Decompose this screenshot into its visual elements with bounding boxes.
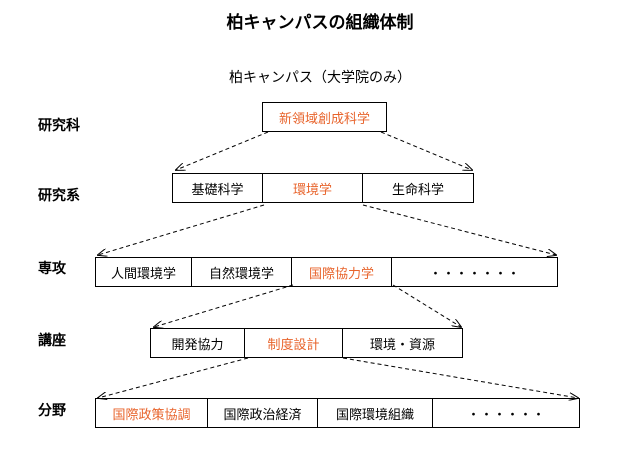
level-label-kenkyukei: 研究系: [38, 188, 80, 204]
arrow-chair-to-left: [98, 357, 249, 398]
field-row: 国際政策協調 国際政治経済 国際環境組織 ・・・・・・: [95, 398, 580, 428]
arrow-major-to-right: [392, 284, 461, 327]
level-label-senko: 専攻: [38, 261, 66, 277]
chair-cell: 環境・資源: [369, 337, 435, 353]
field-cell: 国際環境組織: [318, 399, 433, 427]
major-cell: 人間環境学: [96, 258, 192, 286]
level-label-kenkyuka: 研究科: [38, 118, 80, 134]
chair-cell-highlighted: 制度設計: [245, 329, 343, 357]
graduate-school-box: 新領域創成科学: [262, 102, 387, 132]
department-cell: 生命科学: [391, 182, 444, 198]
arrow-dept-to-left: [98, 204, 265, 255]
arrow-chair-to-right: [342, 357, 578, 398]
department-row: 基礎科学 環境学 生命科学: [172, 173, 474, 203]
arrow-major-to-left: [154, 284, 294, 327]
field-cell-ellipsis: ・・・・・・: [466, 407, 545, 423]
major-cell: 自然環境学: [192, 258, 292, 286]
chair-row: 開発協力 制度設計 環境・資源: [150, 328, 463, 358]
field-cell: 国際政治経済: [208, 399, 318, 427]
major-row: 人間環境学 自然環境学 国際協力学 ・・・・・・・: [95, 257, 558, 287]
major-cell-ellipsis: ・・・・・・・: [428, 266, 520, 282]
page-title: 柏キャンパスの組織体制: [226, 13, 414, 33]
level-label-bunya: 分野: [38, 403, 66, 419]
department-cell: 基礎科学: [173, 174, 263, 202]
department-cell-highlighted: 環境学: [263, 174, 363, 202]
campus-subtitle: 柏キャンパス（大学院のみ）: [229, 70, 411, 86]
field-cell-highlighted: 国際政策協調: [96, 399, 208, 427]
arrow-school-to-left: [176, 131, 269, 170]
level-label-koza: 講座: [38, 333, 66, 349]
arrow-school-to-right: [380, 131, 472, 170]
major-cell-highlighted: 国際協力学: [292, 258, 392, 286]
chair-cell: 開発協力: [151, 329, 245, 357]
arrow-dept-to-right: [362, 204, 556, 255]
